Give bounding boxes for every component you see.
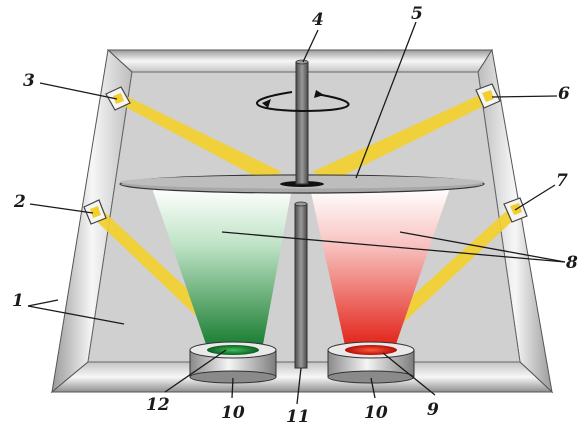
cone-green [152,188,292,350]
label-1: 1 [12,291,24,311]
label-3: 3 [23,71,35,91]
rotation-shaft [295,61,309,185]
detector-left [189,341,277,384]
label-6: 6 [558,84,570,104]
detector-spot-red [345,345,397,355]
detector-right [327,341,415,384]
label-12: 12 [146,395,170,415]
label-4: 4 [312,10,324,30]
beam-from-source-6 [312,92,492,180]
cone-red [310,188,450,350]
rotation-arrow-icon [255,90,350,113]
partition-wall [294,203,308,369]
detector-spot-green [207,345,259,355]
beam-from-source-3 [118,95,282,180]
label-9: 9 [427,400,439,420]
label-7: 7 [556,171,568,191]
label-5: 5 [411,4,423,24]
label-10-left: 10 [221,403,245,423]
label-10-right: 10 [364,403,388,423]
label-11: 11 [286,407,310,427]
leader-lines [27,21,566,405]
label-2: 2 [13,192,26,212]
label-8: 8 [565,253,578,273]
part-labels: 1 2 3 4 5 6 7 8 9 10 10 11 12 [12,4,578,427]
